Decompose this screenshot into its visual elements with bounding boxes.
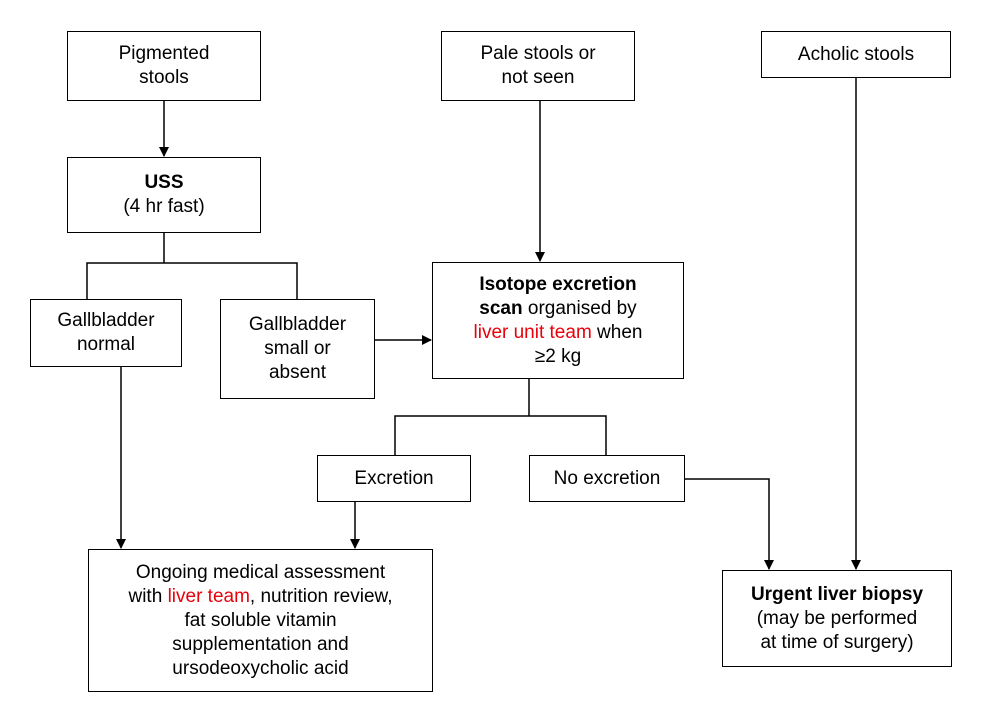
node-title: Urgent liver biopsy [750,583,924,605]
node-gallbladder-normal: Gallbladder normal [30,299,182,367]
node-text: stools [139,67,189,88]
arrow-noexcretion-to-biopsy [685,478,774,570]
liver-unit-team-highlight: liver unit team [473,321,592,343]
node-pale-stools: Pale stools or not seen [441,31,635,101]
node-excretion: Excretion [317,455,471,502]
node-text: Gallbladder [57,310,155,331]
connector-uss-branches [86,262,298,299]
node-text: ≥2 kg [534,345,582,367]
node-text: No excretion [553,467,661,489]
node-text: ursodeoxycholic acid [172,657,349,679]
node-text: with [128,585,168,607]
node-text: absent [268,362,327,383]
node-text: when [591,321,643,343]
node-ongoing-medical-assessment: Ongoing medical assessment with liver te… [88,549,433,692]
node-title: Isotope excretion [479,273,637,295]
node-text: small or [264,338,331,359]
node-urgent-liver-biopsy: Urgent liver biopsy (may be performed at… [722,570,952,667]
node-text: not seen [501,67,575,88]
node-title-cont: scan [479,297,523,319]
node-text: , nutrition review, [249,585,393,607]
node-gallbladder-small-or-absent: Gallbladder small or absent [220,299,375,399]
node-text: (may be performed [756,607,918,629]
connector-isotope-branches [394,415,607,455]
liver-team-highlight: liver team [167,585,250,607]
node-text: supplementation and [172,633,349,655]
node-text: Gallbladder [248,314,347,335]
node-acholic-stools: Acholic stools [761,31,951,78]
node-text: organised by [522,297,637,319]
node-text: Acholic stools [797,43,915,65]
node-text: Excretion [354,467,434,489]
node-text: normal [76,334,136,355]
node-text: at time of surgery) [760,631,914,653]
node-no-excretion: No excretion [529,455,685,502]
node-text: Ongoing medical assessment [135,561,386,583]
node-pigmented-stools: Pigmented stools [67,31,261,101]
node-uss: USS (4 hr fast) [67,157,261,233]
node-text: Pigmented [118,43,210,64]
node-text: (4 hr fast) [123,196,205,217]
node-isotope-excretion-scan: Isotope excretion scan organised by live… [432,262,684,379]
node-text: Pale stools or [480,43,596,64]
node-text: fat soluble vitamin [184,609,337,631]
node-title: USS [144,172,184,193]
